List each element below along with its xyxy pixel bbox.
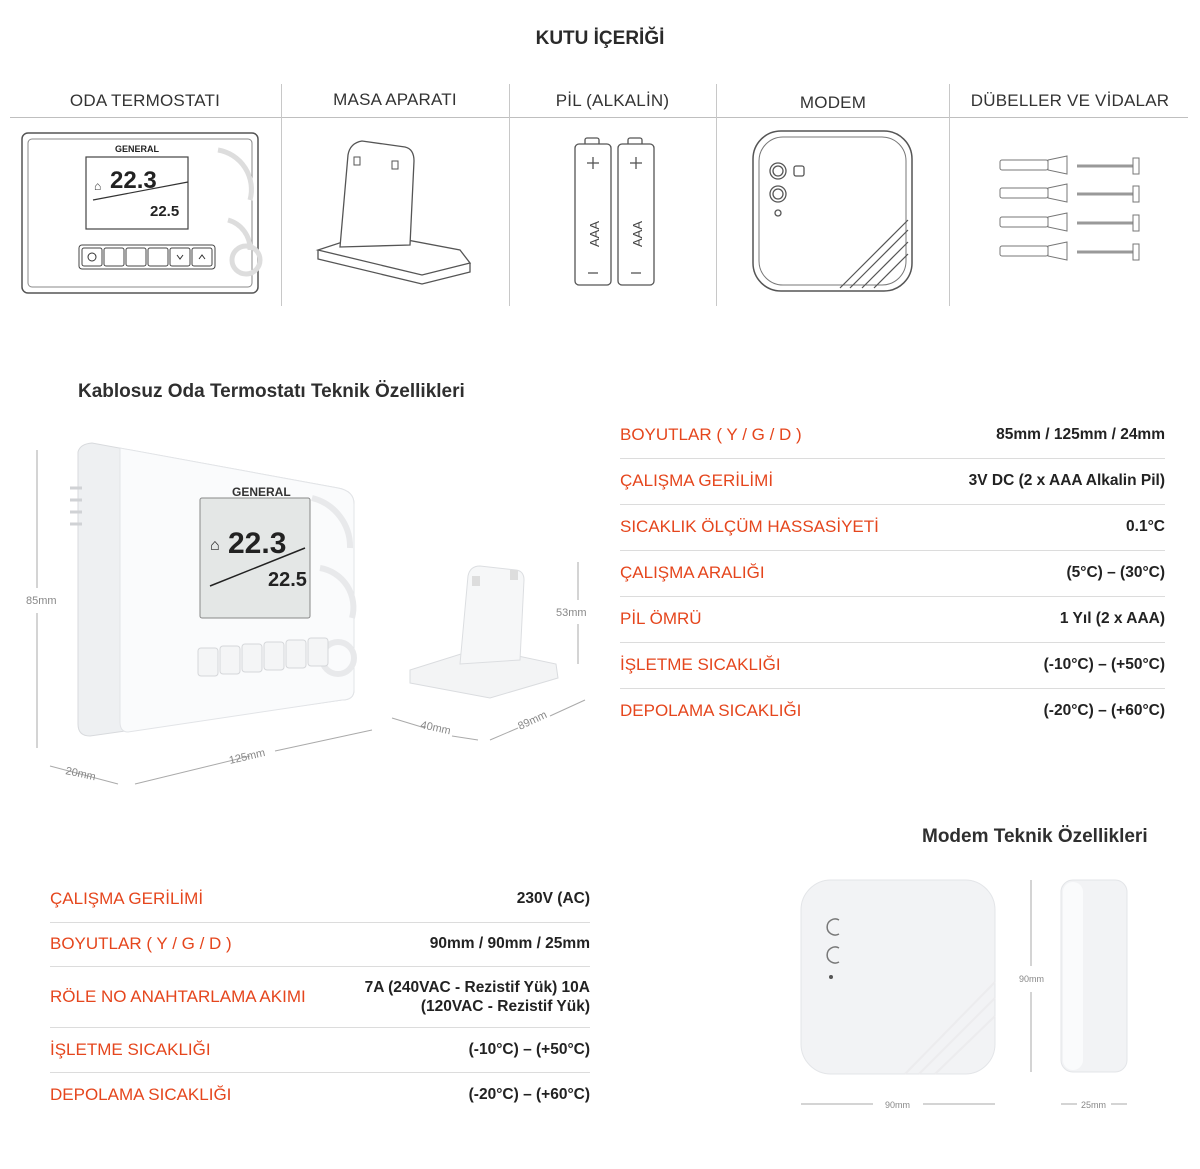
spec-row: ÇALIŞMA ARALIĞI (5°C) – (30°C) bbox=[620, 550, 1165, 597]
spec-row: BOYUTLAR ( Y / G / D ) 90mm / 90mm / 25m… bbox=[50, 922, 590, 967]
spec-value: 85mm / 125mm / 24mm bbox=[996, 426, 1165, 443]
modem-product-image: 90mm 25mm 90mm bbox=[800, 879, 1128, 1110]
spec-label: ÇALIŞMA ARALIĞI bbox=[620, 563, 765, 582]
column-divider bbox=[716, 84, 717, 306]
column-divider bbox=[949, 84, 950, 306]
spec-value: 230V (AC) bbox=[516, 890, 590, 907]
spec-label: RÖLE NO ANAHTARLAMA AKIMI bbox=[50, 987, 306, 1006]
modem-line-drawing bbox=[752, 130, 913, 292]
display-secondary-temp: 22.5 bbox=[150, 203, 179, 220]
dim-stand-depth: 89mm bbox=[516, 709, 549, 733]
dim-height: 85mm bbox=[26, 595, 57, 607]
battery-label: AAA bbox=[630, 221, 645, 247]
spec-label: BOYUTLAR ( Y / G / D ) bbox=[620, 425, 802, 444]
box-item-label-battery: PİL (ALKALİN) bbox=[555, 91, 670, 110]
thermostat-line-drawing: GENERAL 22.3 22.5 ⌂ bbox=[21, 132, 263, 294]
dim-stand-width: 40mm bbox=[419, 719, 451, 737]
spec-value: (-20°C) – (+60°C) bbox=[1043, 702, 1165, 719]
dim-stand-height: 53mm bbox=[556, 607, 587, 619]
box-item-label-screws: DÜBELLER VE VİDALAR bbox=[970, 91, 1170, 110]
column-divider bbox=[281, 84, 282, 306]
column-divider bbox=[509, 84, 510, 306]
spec-value: 7A (240VAC - Rezistif Yük) 10A (120VAC -… bbox=[364, 979, 590, 1015]
dim-width: 125mm bbox=[228, 747, 266, 767]
spec-label: SICAKLIK ÖLÇÜM HASSASİYETİ bbox=[620, 517, 879, 536]
spec-label: DEPOLAMA SICAKLIĞI bbox=[620, 701, 802, 720]
spec-label: ÇALIŞMA GERİLİMİ bbox=[50, 889, 204, 908]
spec-row: RÖLE NO ANAHTARLAMA AKIMI 7A (240VAC - R… bbox=[50, 967, 590, 1028]
spec-label: İŞLETME SICAKLIĞI bbox=[50, 1040, 211, 1059]
spec-value: (5°C) – (30°C) bbox=[1066, 564, 1165, 581]
display-secondary-temp: 22.5 bbox=[268, 569, 307, 591]
dim-depth: 20mm bbox=[64, 765, 96, 783]
spec-value: (-10°C) – (+50°C) bbox=[1043, 656, 1165, 673]
spec-value: 90mm / 90mm / 25mm bbox=[429, 935, 590, 952]
spec-row: DEPOLAMA SICAKLIĞI (-20°C) – (+60°C) bbox=[50, 1073, 590, 1117]
modem-specs-title: Modem Teknik Özellikleri bbox=[922, 826, 1148, 847]
box-item-label-modem: MODEM bbox=[799, 93, 867, 112]
dim-modem-width: 90mm bbox=[885, 1100, 910, 1110]
spec-value: 1 Yıl (2 x AAA) bbox=[1059, 610, 1165, 627]
spec-row: ÇALIŞMA GERİLİMİ 3V DC (2 x AAA Alkalin … bbox=[620, 458, 1165, 505]
spec-label: PİL ÖMRÜ bbox=[620, 609, 702, 628]
batteries-line-drawing: AAA AAA bbox=[574, 137, 655, 286]
spec-label: İŞLETME SICAKLIĞI bbox=[620, 655, 781, 674]
spec-row: PİL ÖMRÜ 1 Yıl (2 x AAA) bbox=[620, 596, 1165, 643]
spec-row: İŞLETME SICAKLIĞI (-10°C) – (+50°C) bbox=[50, 1028, 590, 1073]
dim-modem-height: 90mm bbox=[1019, 974, 1044, 984]
spec-row: SICAKLIK ÖLÇÜM HASSASİYETİ 0.1°C bbox=[620, 504, 1165, 551]
spec-value: 0.1°C bbox=[1126, 518, 1165, 535]
display-main-temp: 22.3 bbox=[228, 527, 286, 560]
spec-label: DEPOLAMA SICAKLIĞI bbox=[50, 1085, 232, 1104]
spec-label: BOYUTLAR ( Y / G / D ) bbox=[50, 934, 232, 953]
spec-row: BOYUTLAR ( Y / G / D ) 85mm / 125mm / 24… bbox=[620, 412, 1165, 459]
spec-row: DEPOLAMA SICAKLIĞI (-20°C) – (+60°C) bbox=[620, 688, 1165, 734]
battery-label: AAA bbox=[587, 221, 602, 247]
spec-value: (-20°C) – (+60°C) bbox=[468, 1086, 590, 1103]
box-contents-title: KUTU İÇERİĞİ bbox=[535, 28, 665, 49]
thermostat-product-image: GENERAL 22.3 ⌂ 22.5 85mm 20mm 125mm 53mm… bbox=[26, 442, 587, 785]
stand-line-drawing bbox=[315, 140, 472, 285]
spec-row: İŞLETME SICAKLIĞI (-10°C) – (+50°C) bbox=[620, 642, 1165, 689]
svg-text:⌂: ⌂ bbox=[94, 179, 101, 193]
brand-logo: GENERAL bbox=[232, 485, 291, 499]
spec-label: ÇALIŞMA GERİLİMİ bbox=[620, 471, 774, 490]
svg-text:⌂: ⌂ bbox=[210, 537, 220, 554]
screws-line-drawing bbox=[999, 155, 1140, 261]
box-item-label-stand: MASA APARATI bbox=[333, 90, 457, 109]
box-item-label-thermostat: ODA TERMOSTATI bbox=[69, 91, 221, 110]
box-header-divider bbox=[10, 117, 1188, 118]
thermostat-specs-title: Kablosuz Oda Termostatı Teknik Özellikle… bbox=[78, 381, 465, 402]
spec-value: (-10°C) – (+50°C) bbox=[468, 1041, 590, 1058]
brand-logo: GENERAL bbox=[115, 144, 160, 154]
dim-modem-depth: 25mm bbox=[1081, 1100, 1106, 1110]
display-main-temp: 22.3 bbox=[110, 167, 157, 194]
spec-value: 3V DC (2 x AAA Alkalin Pil) bbox=[968, 472, 1165, 489]
spec-row: ÇALIŞMA GERİLİMİ 230V (AC) bbox=[50, 876, 590, 923]
